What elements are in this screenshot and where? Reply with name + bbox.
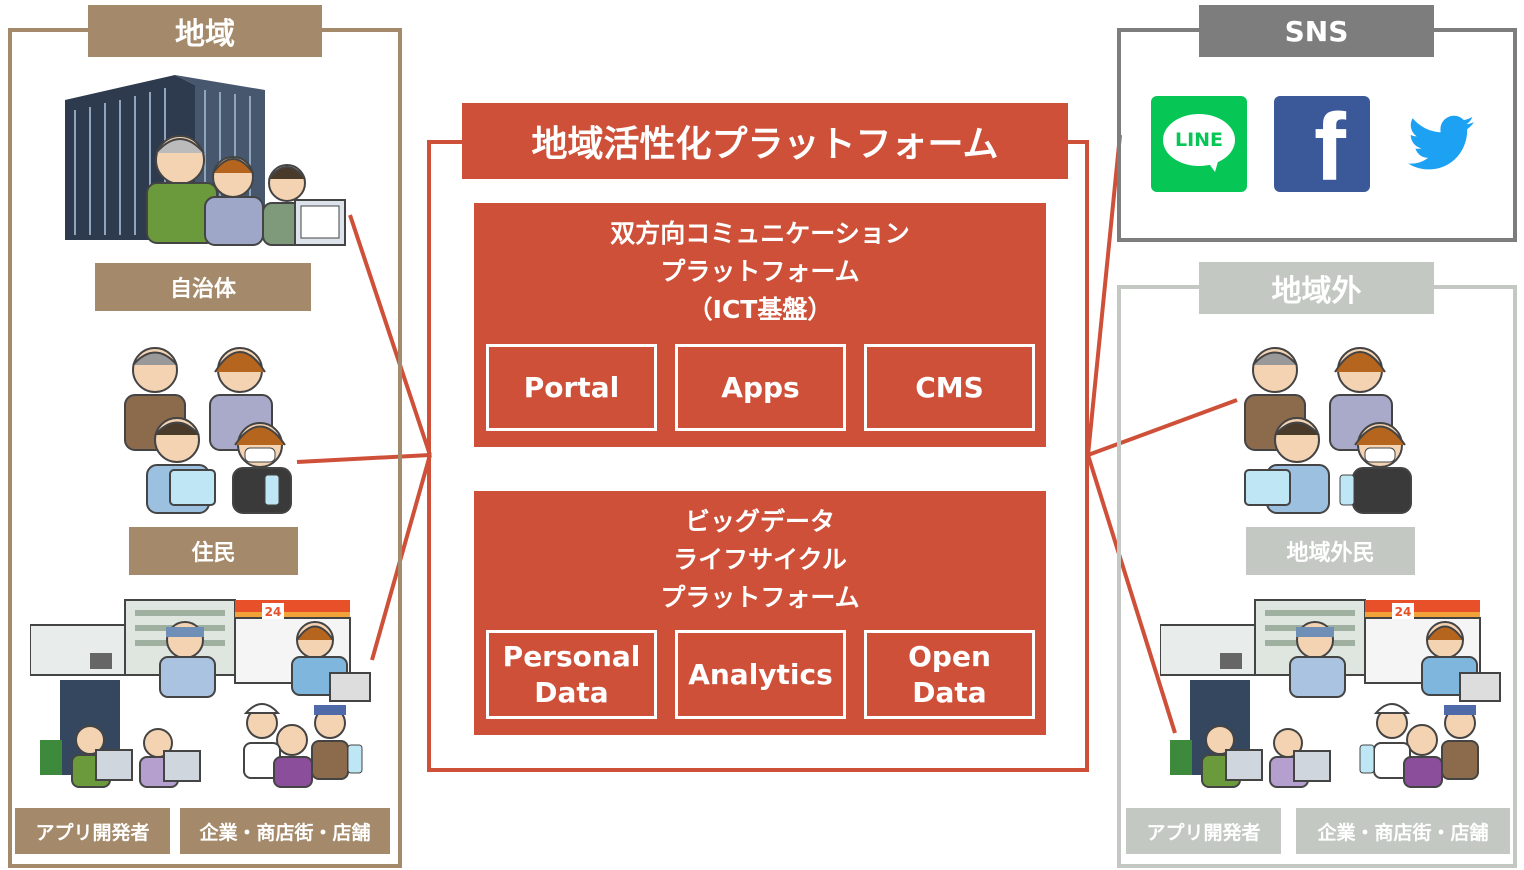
line-icon[interactable]: LINE [1151,96,1247,192]
residents-label: 住民 [129,527,298,575]
personal-data-line2: Data [534,675,609,709]
portal-label: Portal [523,370,620,404]
cms-label: CMS [915,370,984,404]
outside-region-title: 地域外 [1199,262,1434,314]
outside-developers-label: アプリ開発者 [1126,808,1281,854]
open-data-line2: Data [912,675,987,709]
ict-title-line1: 双方向コミュニケーション [610,219,910,248]
apps-label: Apps [721,370,800,404]
region-title: 地域 [88,5,322,57]
connector-outside-business [1086,454,1177,734]
business-label: 企業・商店街・店舗 [180,808,390,854]
store-sign: 24 [265,605,282,619]
analytics-label: Analytics [688,657,833,691]
connector-residents [296,453,431,464]
developers-label: アプリ開発者 [15,808,170,854]
outside-residents-illustration [1244,347,1412,514]
residents-illustration [124,347,292,514]
sns-title: SNS [1199,5,1434,57]
bigdata-section-title: ビッグデータ ライフサイクル プラットフォーム [474,503,1046,617]
bigdata-title-line1: ビッグデータ [684,507,835,536]
facebook-logo-text: f [1314,96,1346,193]
twitter-icon[interactable] [1408,115,1474,171]
line-logo-text: LINE [1174,129,1224,151]
business-illustration: 24 [30,599,371,788]
government-label: 自治体 [95,263,311,311]
facebook-icon[interactable]: f [1274,96,1370,192]
outside-residents-label: 地域外民 [1246,527,1415,575]
ict-title-line3: （ICT基盤） [687,295,833,324]
personal-data-line1: Personal [502,639,641,673]
outside-business-label: 企業・商店街・店舗 [1296,808,1510,854]
portal-box: Portal [486,344,657,431]
platform-title: 地域活性化プラットフォーム [462,103,1068,179]
connector-outside-residents [1087,398,1238,457]
open-data-box: Open Data [864,630,1035,719]
bigdata-title-line3: プラットフォーム [660,583,860,612]
bigdata-title-line2: ライフサイクル [673,545,847,574]
connector-government [348,214,432,456]
ict-title-line2: プラットフォーム [660,257,860,286]
ict-section-title: 双方向コミュニケーション プラットフォーム （ICT基盤） [474,215,1046,329]
cms-box: CMS [864,344,1035,431]
apps-box: Apps [675,344,846,431]
outside-store-sign: 24 [1395,605,1412,619]
outside-business-illustration: 24 [1160,599,1501,788]
personal-data-box: Personal Data [486,630,657,719]
analytics-box: Analytics [675,630,846,719]
connector-sns [1086,134,1122,456]
open-data-line1: Open [908,639,991,673]
government-illustration [65,75,346,246]
